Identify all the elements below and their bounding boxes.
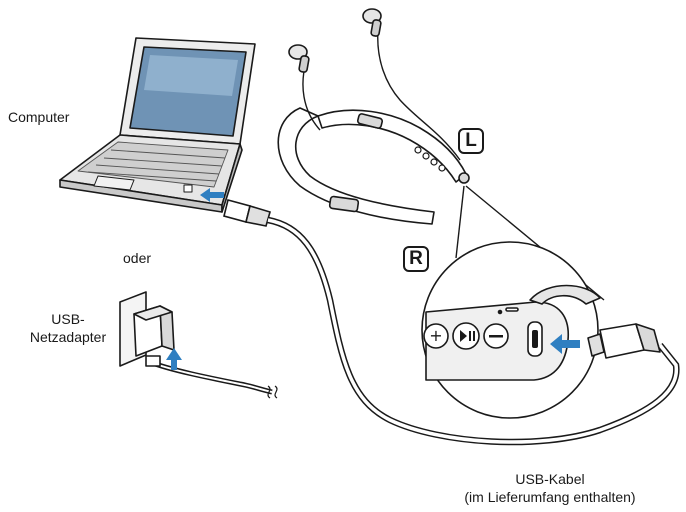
detail-callout — [421, 185, 605, 419]
wall-adapter-icon — [119, 291, 278, 399]
usb-adapter-label: USB- Netzadapter — [18, 310, 118, 346]
right-marker-badge: R — [403, 246, 429, 272]
connect-arrow-icon — [200, 188, 224, 202]
usb-cable-label-line2: (im Lieferumfang enthalten) — [464, 489, 636, 505]
control-unit-detail: + — [423, 284, 601, 381]
usb-micro-plug-icon — [587, 323, 661, 359]
computer-label: Computer — [8, 109, 70, 125]
usb-plug-icon — [223, 199, 271, 227]
svg-text:+: + — [429, 326, 442, 345]
usb-cable-label-line1: USB-Kabel — [515, 471, 585, 487]
usb-cable-label: USB-Kabel (im Lieferumfang enthalten) — [420, 470, 680, 506]
usb-adapter-label-line1: USB- — [51, 311, 85, 327]
neckband-headphones-icon — [277, 8, 470, 225]
connect-arrow-icon — [166, 348, 182, 370]
plus-button-icon — [423, 323, 449, 349]
left-marker-badge: L — [458, 128, 484, 154]
connect-arrow-icon — [550, 334, 580, 354]
laptop-icon — [59, 37, 256, 213]
usb-adapter-label-line2: Netzadapter — [29, 329, 107, 345]
or-label: oder — [123, 250, 152, 266]
